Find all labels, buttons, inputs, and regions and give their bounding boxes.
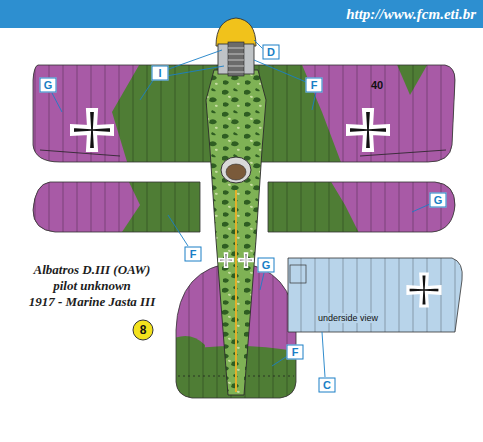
profile-number: 8: [133, 320, 154, 341]
callout-letter: F: [306, 78, 323, 93]
callout-letter: G: [40, 78, 57, 93]
aircraft-number: 40: [371, 79, 383, 91]
callout-letter: C: [319, 378, 336, 393]
callout-letter: D: [263, 45, 280, 60]
watermark: http://www.fcm.eti.br: [346, 6, 476, 23]
callout-letter: I: [152, 66, 169, 81]
callout-letter: F: [185, 247, 202, 262]
callout-letter: G: [258, 258, 275, 273]
caption-line: Albatros D.III (OAW): [34, 262, 151, 278]
callout-letter: G: [430, 193, 447, 208]
caption-line: pilot unknown: [53, 278, 131, 294]
callout-letter: F: [287, 345, 304, 360]
view-note: underside view: [316, 313, 380, 323]
caption-line: 1917 - Marine Jasta III: [29, 294, 155, 310]
